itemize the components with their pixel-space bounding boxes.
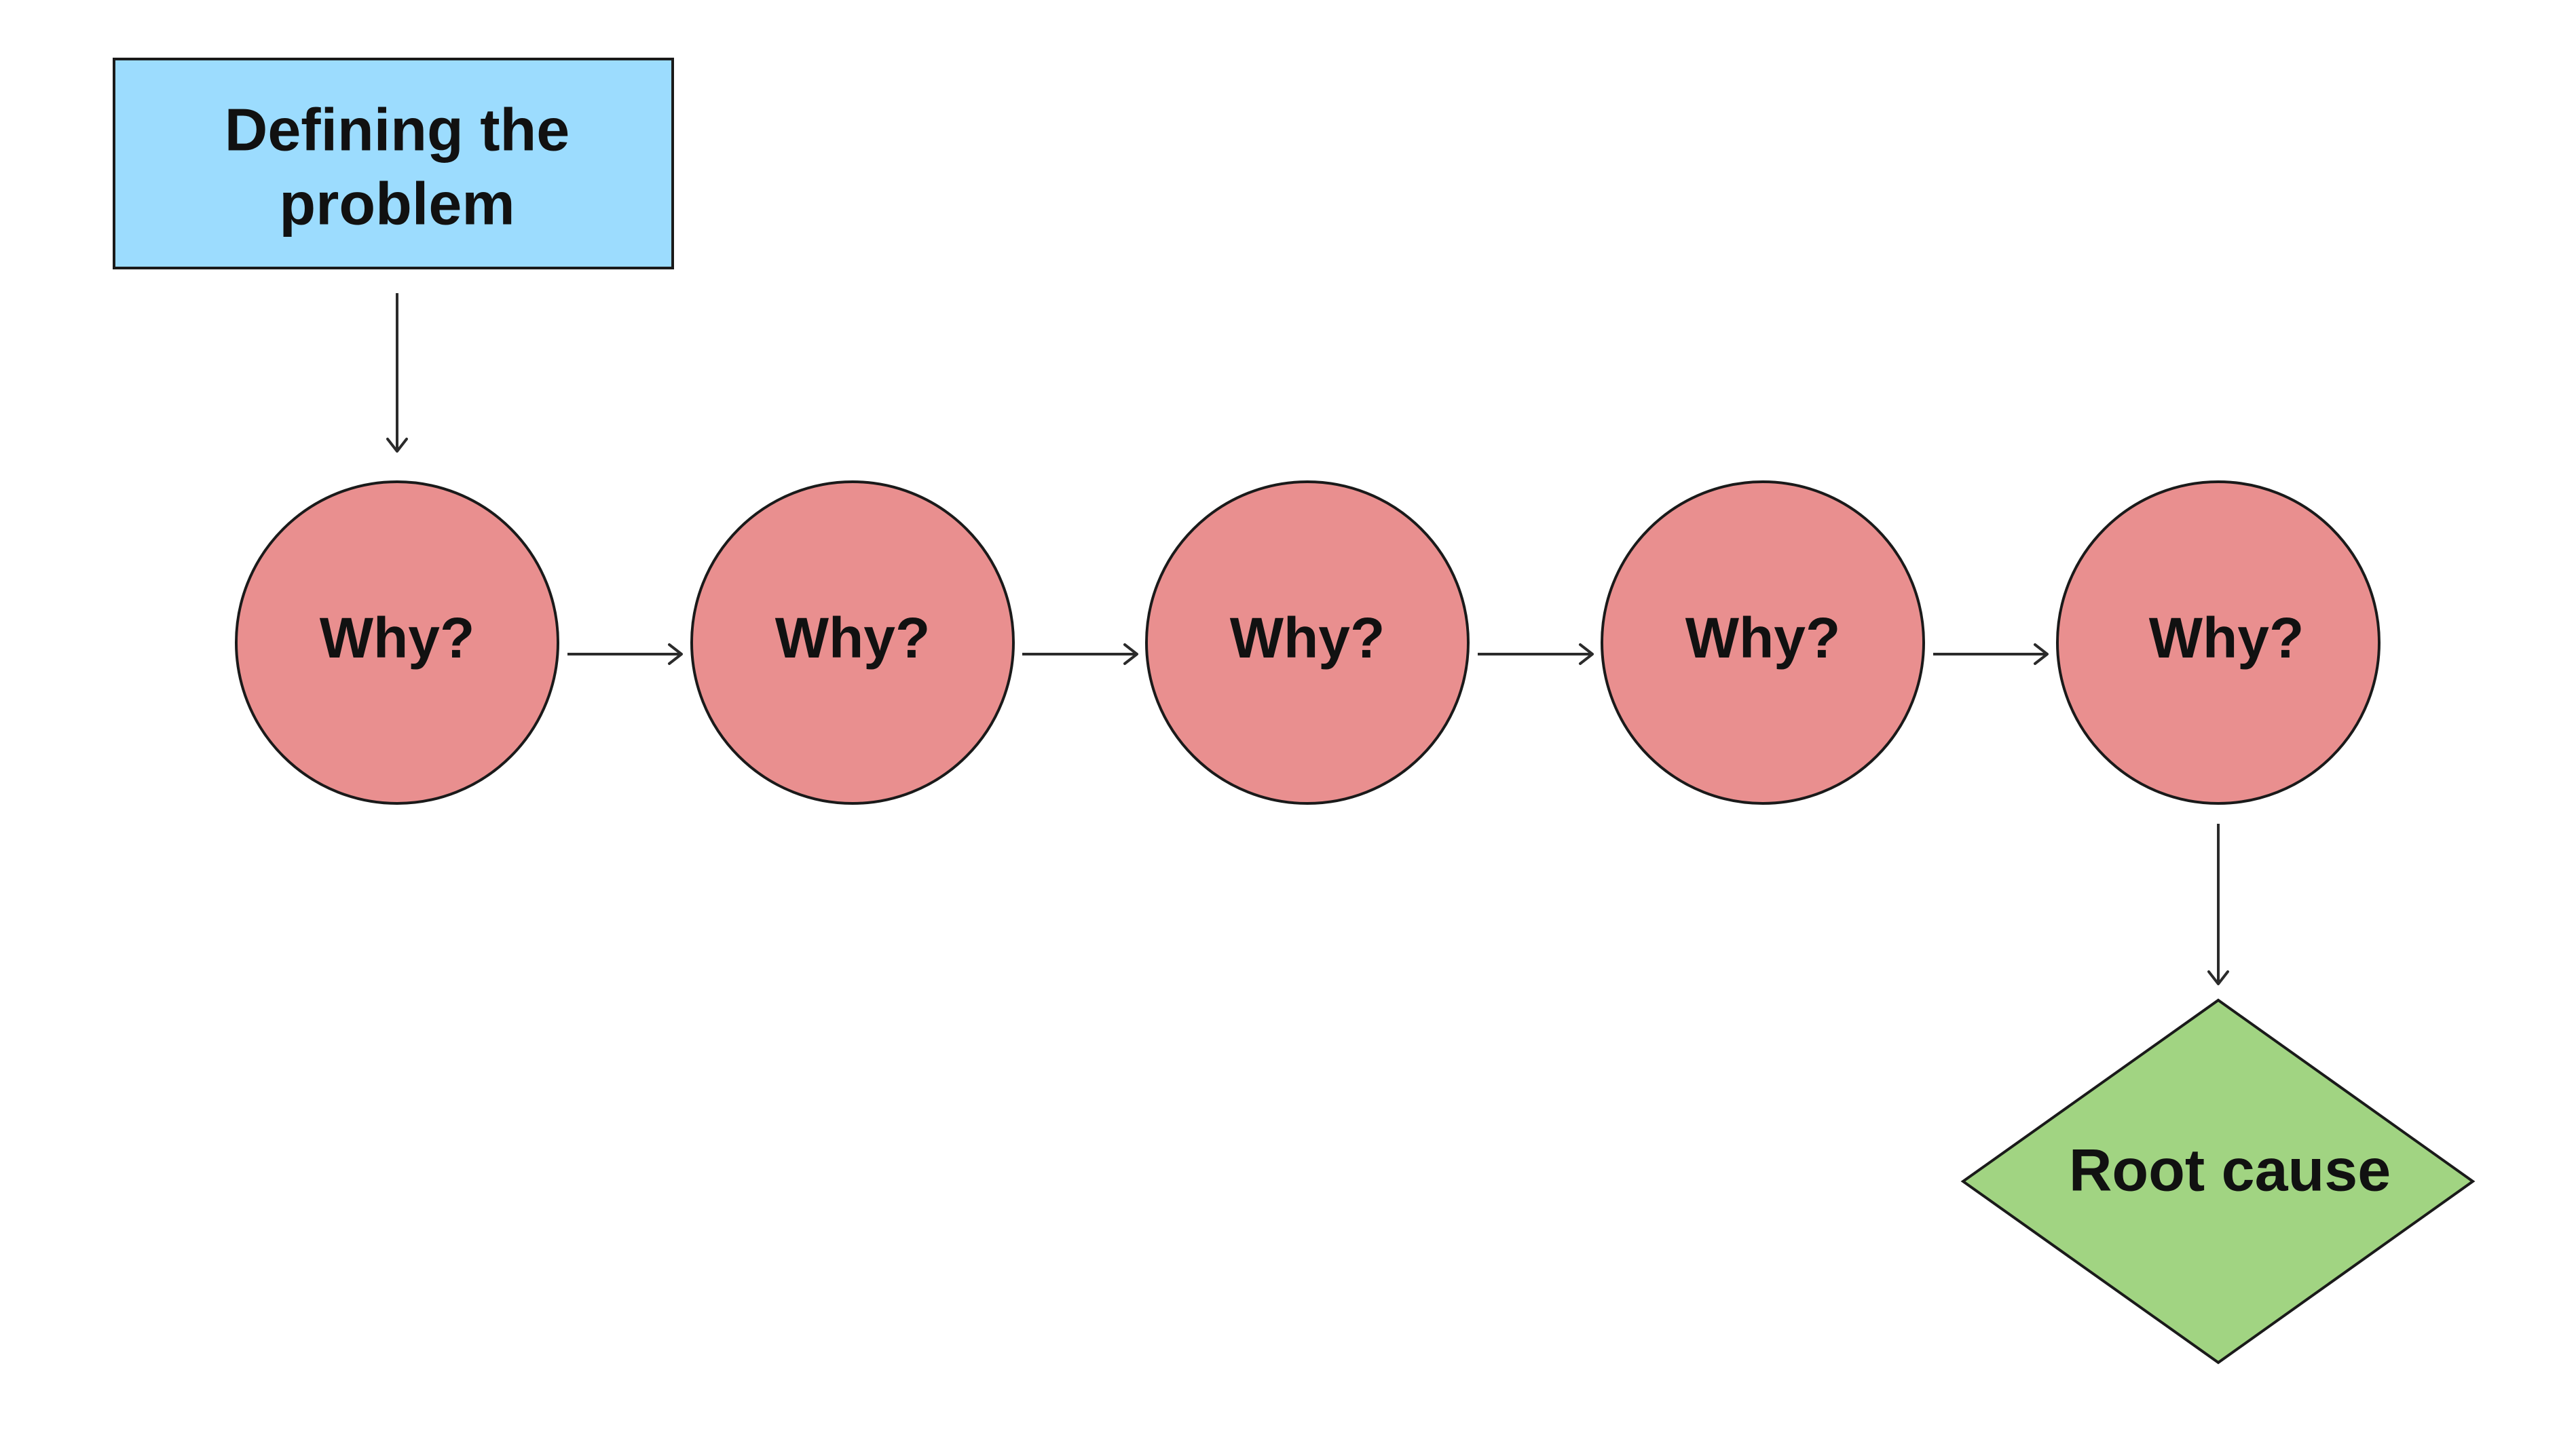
arrow-why-4-to-5 bbox=[1933, 643, 2049, 665]
why-label-5: Why? bbox=[2149, 606, 2304, 670]
why-label-3: Why? bbox=[1230, 606, 1385, 670]
problem-label-line1: Defining the bbox=[225, 96, 570, 163]
why-label-4: Why? bbox=[1685, 606, 1841, 670]
root-cause-label: Root cause bbox=[2069, 1136, 2391, 1203]
why-circle-2 bbox=[690, 480, 1015, 805]
why-circle-3 bbox=[1145, 480, 1470, 805]
problem-box bbox=[113, 58, 674, 269]
problem-node: Defining the problem bbox=[113, 58, 674, 269]
why-circle-1 bbox=[235, 480, 559, 805]
why-node-2: Why? bbox=[690, 480, 1015, 805]
root-cause-diamond bbox=[1960, 998, 2476, 1365]
why-node-1: Why? bbox=[235, 480, 559, 805]
root-cause-node: Root cause bbox=[1960, 998, 2476, 1365]
why-circle-4 bbox=[1601, 480, 1925, 805]
arrow-why-5-to-root bbox=[2207, 824, 2229, 985]
arrow-why-1-to-2 bbox=[567, 643, 683, 665]
arrow-problem-to-why-1 bbox=[386, 293, 408, 453]
why-node-3: Why? bbox=[1145, 480, 1470, 805]
why-node-4: Why? bbox=[1601, 480, 1925, 805]
arrow-why-3-to-4 bbox=[1478, 643, 1594, 665]
problem-label-line2: problem bbox=[279, 170, 515, 237]
why-label-2: Why? bbox=[775, 606, 931, 670]
why-circle-5 bbox=[2056, 480, 2381, 805]
why-node-5: Why? bbox=[2056, 480, 2381, 805]
why-label-1: Why? bbox=[320, 606, 475, 670]
arrow-why-2-to-3 bbox=[1022, 643, 1138, 665]
